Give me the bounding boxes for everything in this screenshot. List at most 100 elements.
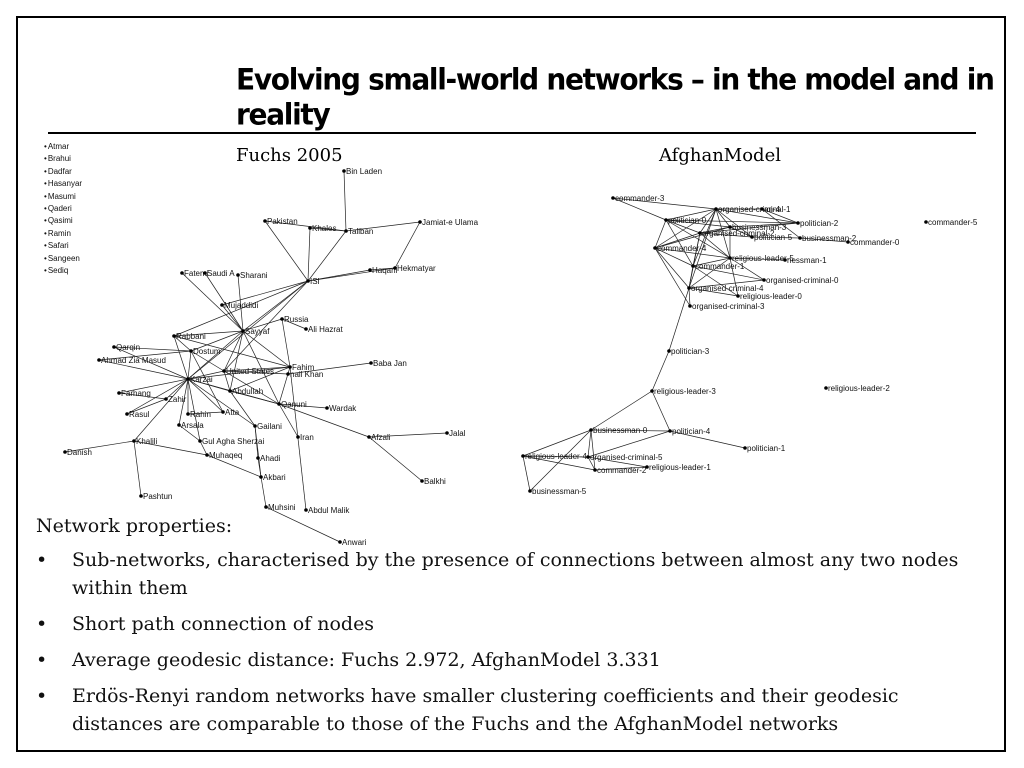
fuchs-node-label-jalal: Jalal — [449, 429, 466, 438]
fuchs-edge-sayyaf-abdullah — [229, 330, 244, 392]
afghan-edge-bus3-cmd4 — [654, 226, 731, 249]
afghan-node-rl0 — [736, 294, 740, 298]
afghan-node-label-an4: an-4 — [764, 205, 781, 214]
afghan-edge-pol2-bus3 — [729, 222, 799, 228]
fuchs-node-wardak — [325, 406, 329, 410]
afghan-node-label-bus0: businessman-0 — [593, 426, 648, 435]
afghan-node-label-bus3: businessman-3 — [732, 223, 787, 232]
fuchs-edge-arsala-gulagha — [178, 424, 201, 442]
isolated-node: Atmar — [44, 141, 82, 153]
afghan-node-label-pol1: politician-1 — [747, 444, 786, 453]
afghan-node-cmd3 — [611, 196, 615, 200]
fuchs-node-label-babajan: Baba Jan — [373, 359, 407, 368]
fuchs-node-balkhi — [420, 479, 424, 483]
fuchs-node-label-arsala: Arsala — [181, 421, 204, 430]
fuchs-node-ahmadzia — [97, 358, 101, 362]
afghan-edge-bus0-oc5 — [587, 429, 592, 458]
fuchs-edge-gailani-ahadi — [254, 425, 259, 459]
isolated-node: Safari — [44, 240, 82, 252]
fuchs-node-anwari — [338, 540, 342, 544]
fuchs-edge-us-fahim — [223, 366, 291, 372]
fuchs-edge-qarqin-karzai — [113, 346, 189, 380]
fuchs-node-label-ahadi: Ahadi — [260, 454, 281, 463]
fuchs-edge-qanuni-abdullah — [229, 390, 280, 405]
fuchs-edge-pakistan-isi — [264, 220, 309, 282]
fuchs-edge-dostum-atta — [190, 350, 224, 413]
afghan-node-label-rl2: religious-leader-2 — [828, 384, 890, 393]
afghan-edge-oc5-rl1 — [587, 456, 648, 468]
fuchs-node-alihazrat — [304, 327, 308, 331]
afghan-node-oc4 — [687, 286, 691, 290]
fuchs-edge-saudi-sayyaf — [204, 272, 244, 332]
afghan-edge-oc1-oc4 — [688, 208, 717, 289]
afghan-node-label-oc3: organised-criminal-3 — [692, 302, 765, 311]
fuchs-edge-pakistan-taliban — [264, 220, 347, 232]
afghan-node-cmd0 — [846, 240, 850, 244]
bullet-glyph: • — [36, 685, 48, 707]
bullet-glyph: • — [36, 613, 48, 635]
fuchs-node-karzai — [186, 377, 190, 381]
afghan-edge-pol0-oc2 — [665, 219, 701, 234]
afghan-edge-rl5-cmd1 — [692, 257, 731, 267]
fuchs-node-label-afzali: Afzali — [371, 433, 391, 442]
fuchs-edge-sayyaf-russia — [242, 318, 283, 332]
fuchs-node-khalili — [132, 439, 136, 443]
afghan-edge-rl5-bus1 — [729, 257, 786, 261]
fuchs-edge-qanuni-iran — [278, 403, 299, 438]
afghan-edge-cmd3-pol0 — [612, 197, 667, 221]
property-text: Erdös-Renyi random networks have smaller… — [72, 685, 899, 735]
fuchs-node-label-ahmadzia: Ahmad Zia Masud — [101, 356, 166, 365]
afghan-edge-bus2-cmd0 — [799, 237, 849, 243]
afghan-node-label-oc5: organised-criminal-5 — [590, 453, 663, 462]
isolated-node: Sangeen — [44, 253, 82, 265]
fuchs-edge-russia-alihazrat — [281, 318, 307, 330]
afghan-node-label-pol2: politician-2 — [800, 219, 839, 228]
fuchs-node-abdullah — [228, 389, 232, 393]
afghan-edge-pol0-bus3 — [665, 219, 731, 228]
fuchs-edge-karzai-rasul — [126, 378, 189, 415]
fuchs-node-qanuni — [277, 402, 281, 406]
fuchs-node-sayyaf — [241, 329, 245, 333]
afghan-node-rl5 — [728, 256, 732, 260]
fuchs-edge-muhsini-anwari — [265, 506, 341, 543]
isolated-node: Brahui — [44, 153, 82, 165]
fuchs-node-arsala — [177, 423, 181, 427]
fuchs-node-label-atta: Atta — [225, 408, 240, 417]
fuchs-edge-khalili-muhaqeq — [133, 440, 208, 456]
fuchs-node-label-russia: Russia — [284, 315, 309, 324]
fuchs-node-rahin — [186, 412, 190, 416]
afghan-node-oc1 — [714, 207, 718, 211]
fuchs-node-label-zahir: Zahir — [168, 395, 187, 404]
afghan-node-pol1 — [743, 446, 747, 450]
afghan-node-label-oc1: organised-criminal-1 — [718, 205, 791, 214]
afghan-node-an4 — [760, 207, 764, 211]
afghan-edge-pol4-pol1 — [669, 430, 746, 449]
afghan-edge-oc1-bus3 — [715, 208, 731, 228]
fuchs-node-abdulmalik — [304, 508, 308, 512]
fuchs-edge-karzai-arsala — [178, 378, 189, 426]
afghan-edge-pol4-oc5 — [587, 430, 671, 458]
fuchs-node-label-haqani: Haqani — [372, 266, 398, 275]
fuchs-node-label-akbari: Akbari — [263, 473, 286, 482]
afghan-edge-oc2-pol5 — [699, 232, 753, 238]
fuchs-node-jalal — [445, 431, 449, 435]
afghan-edge-rl5-oc0 — [729, 257, 765, 281]
fuchs-node-haqani — [368, 268, 372, 272]
fuchs-node-label-hekmatyar: Hekmatyar — [397, 264, 436, 273]
fuchs-edge-dostum-us — [190, 350, 225, 372]
afghan-node-label-cmd1: commander-1 — [695, 262, 745, 271]
fuchs-edge-sayyaf-us — [223, 330, 244, 372]
afghan-edge-cmd4-oc3 — [654, 247, 691, 307]
fuchs-node-babajan — [369, 361, 373, 365]
fuchs-edge-rabbani-karzai — [173, 335, 189, 380]
fuchs-node-muhaqeq — [205, 453, 209, 457]
afghan-edge-pol0-rl5 — [665, 219, 731, 259]
afghan-node-label-oc2: organised-criminal-2 — [702, 229, 775, 238]
afghan-edge-rl3-bus0 — [590, 390, 653, 431]
afghan-edge-rl5-oc4 — [688, 257, 731, 289]
fuchs-node-label-pashtun: Pashtun — [143, 492, 172, 501]
fuchs-edge-zahir-rasul — [126, 398, 167, 415]
fuchs-edge-dostum-karzai — [187, 350, 192, 380]
